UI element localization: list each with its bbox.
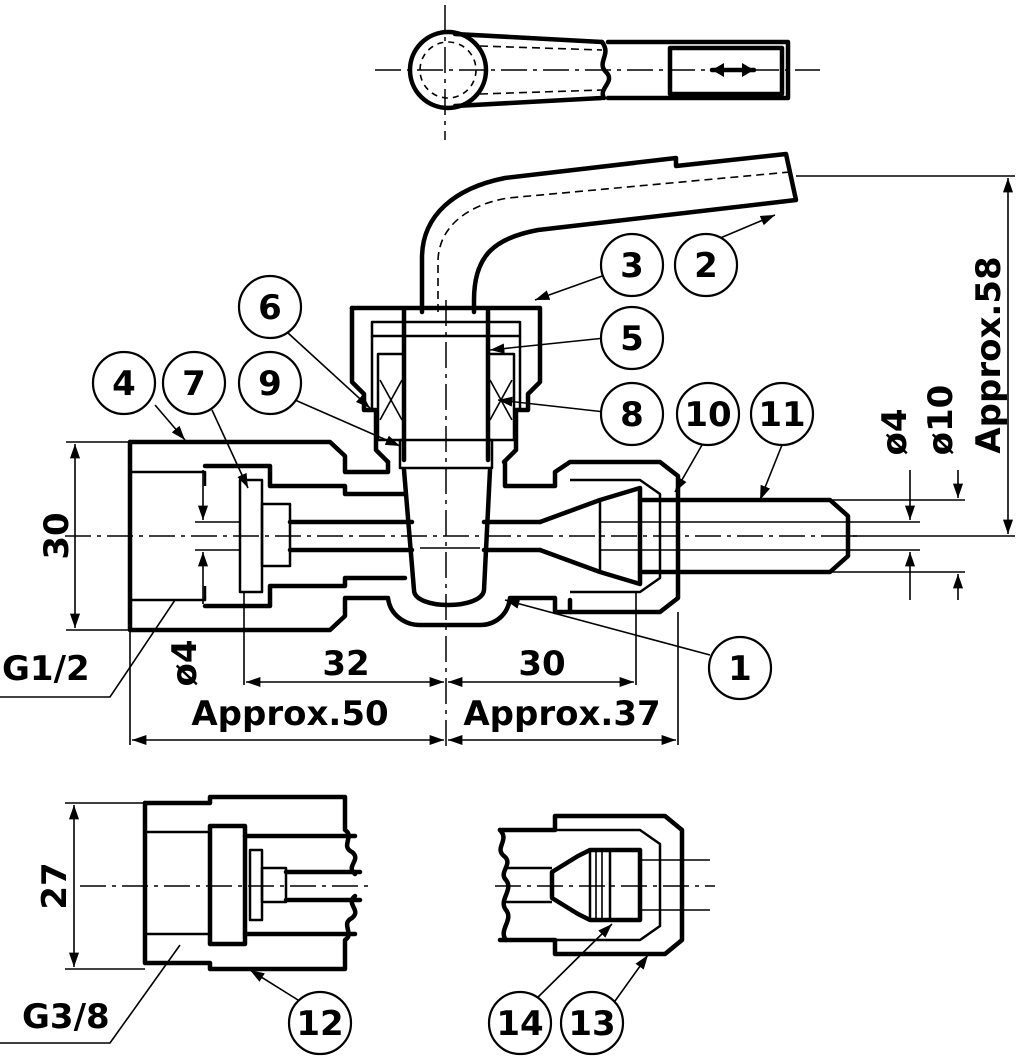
dim-thread-g12: G1/2 bbox=[2, 649, 90, 689]
callout-12: 12 bbox=[287, 990, 353, 1056]
svg-text:1: 1 bbox=[728, 649, 752, 689]
callout-8: 8 bbox=[599, 381, 665, 447]
svg-text:6: 6 bbox=[258, 288, 282, 328]
svg-text:10: 10 bbox=[684, 395, 731, 435]
svg-text:11: 11 bbox=[758, 395, 805, 435]
svg-text:7: 7 bbox=[182, 364, 206, 404]
svg-text:3: 3 bbox=[620, 246, 644, 286]
callout-9: 9 bbox=[237, 350, 303, 416]
dim-dia-4-right: ø4 bbox=[875, 408, 915, 455]
dim-dia-10: ø10 bbox=[921, 385, 961, 456]
svg-text:14: 14 bbox=[496, 1004, 543, 1044]
callout-4: 4 bbox=[91, 350, 157, 416]
callout-5: 5 bbox=[599, 305, 665, 371]
svg-text:2: 2 bbox=[694, 246, 718, 286]
dim-approx-50: Approx.50 bbox=[191, 694, 388, 734]
dim-len-32: 32 bbox=[322, 644, 369, 684]
svg-text:13: 13 bbox=[568, 1004, 615, 1044]
callout-3: 3 bbox=[599, 232, 665, 298]
callout-14: 14 bbox=[487, 990, 553, 1056]
callout-13: 13 bbox=[559, 990, 625, 1056]
svg-text:12: 12 bbox=[296, 1004, 343, 1044]
dim-thread-g38: G3/8 bbox=[22, 997, 110, 1037]
callout-6: 6 bbox=[237, 274, 303, 340]
fitting-nut-view bbox=[495, 813, 715, 1009]
svg-text:5: 5 bbox=[620, 319, 644, 359]
dim-height-27: 27 bbox=[35, 862, 75, 909]
callout-7: 7 bbox=[161, 350, 227, 416]
callout-leaders bbox=[154, 214, 783, 656]
handle-top-view bbox=[375, 5, 820, 140]
dimension-lines bbox=[0, 178, 1015, 746]
fitting-g38-view bbox=[0, 794, 370, 1044]
callout-10: 10 bbox=[675, 381, 741, 447]
svg-text:8: 8 bbox=[620, 395, 644, 435]
svg-text:9: 9 bbox=[258, 364, 282, 404]
dim-dia-4-left: ø4 bbox=[165, 639, 205, 686]
dim-approx-58: Approx.58 bbox=[969, 256, 1009, 453]
callout-1: 1 bbox=[707, 635, 773, 701]
dim-approx-37: Approx.37 bbox=[463, 694, 660, 734]
callout-11: 11 bbox=[749, 381, 815, 447]
valve-section-view bbox=[65, 151, 1015, 750]
dim-len-30: 30 bbox=[518, 644, 565, 684]
dim-height-30: 30 bbox=[37, 512, 77, 559]
svg-text:4: 4 bbox=[112, 364, 136, 404]
callout-2: 2 bbox=[673, 232, 739, 298]
